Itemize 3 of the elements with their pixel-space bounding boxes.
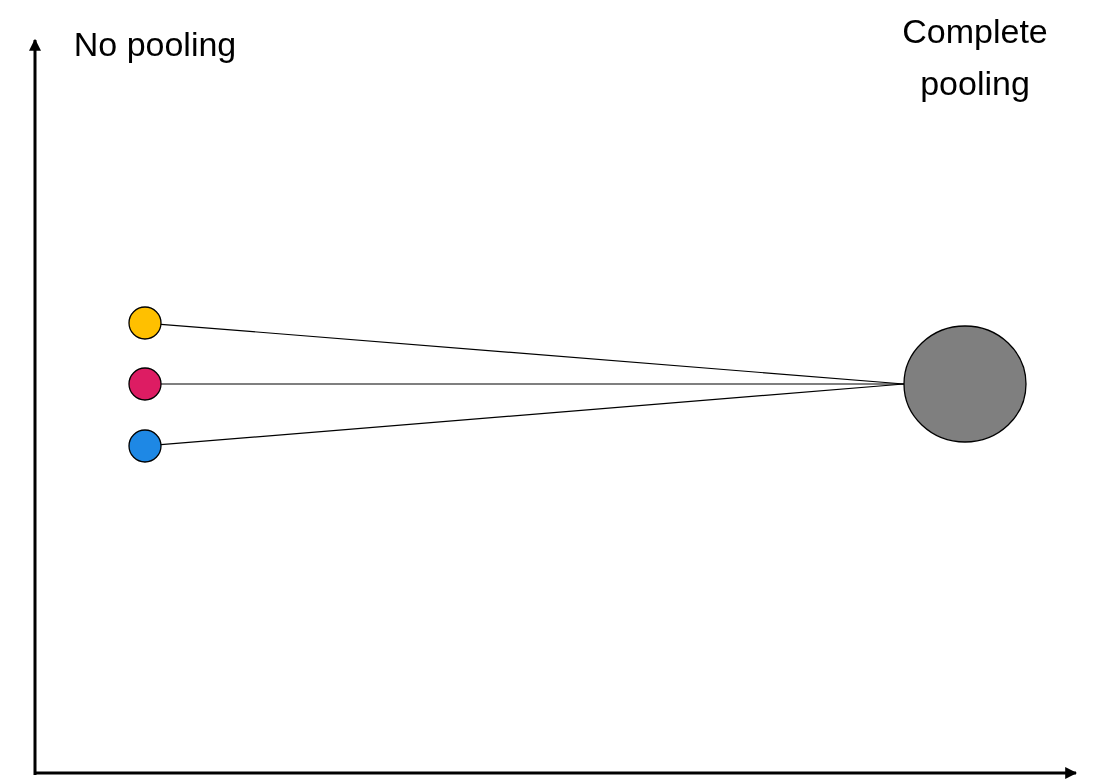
connector-line — [160, 383, 905, 446]
axis-end-label: Complete pooling — [901, 11, 1049, 104]
axis-end-label: No pooling — [72, 24, 238, 65]
